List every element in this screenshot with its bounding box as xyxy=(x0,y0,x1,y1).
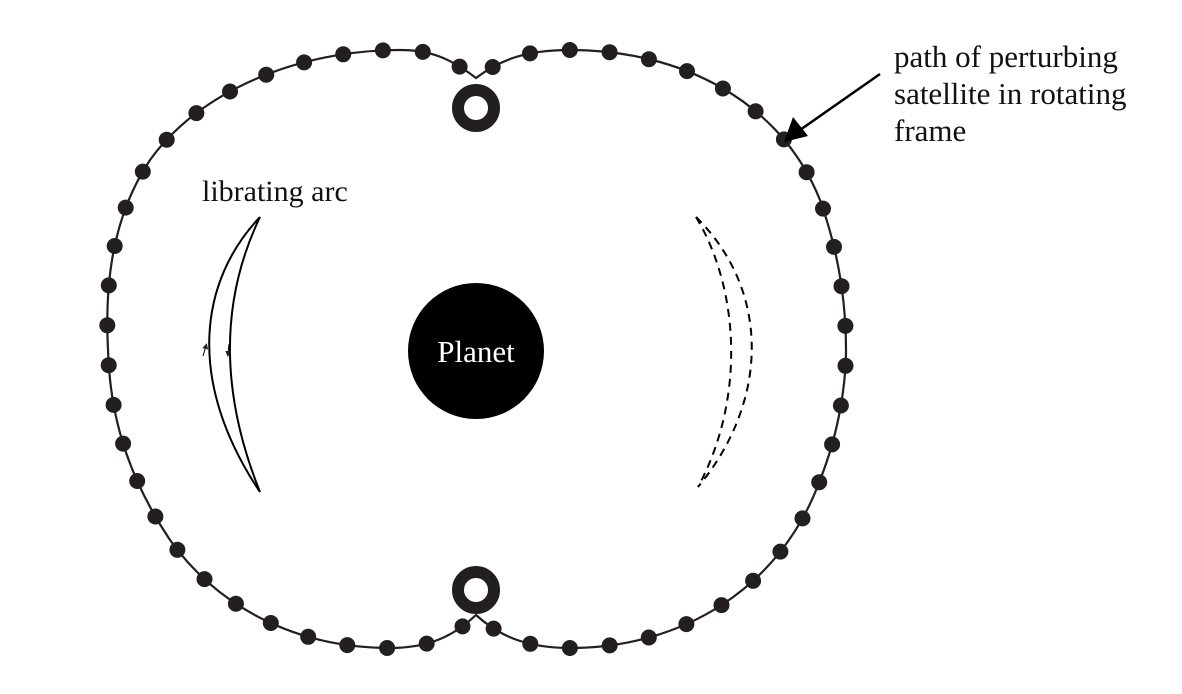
satellite-position-dot xyxy=(105,396,122,413)
satellite-position-dot xyxy=(414,43,431,60)
mirrored-librating-arc xyxy=(695,216,753,488)
satellite-path-label-line-1: path of perturbing xyxy=(894,39,1118,74)
satellite-position-dot xyxy=(561,42,578,58)
satellite-position-dot xyxy=(678,616,695,633)
satellite-position-dot xyxy=(379,640,396,656)
librating-arc-label: librating arc xyxy=(202,175,348,208)
librating-arc-outer-curve xyxy=(208,216,261,493)
satellite-path xyxy=(99,42,854,656)
satellite-position-dot xyxy=(158,131,175,148)
satellite-position-dot xyxy=(815,200,831,217)
satellite-path-label-line-3: frame xyxy=(894,113,966,148)
satellite-position-dot xyxy=(484,59,501,75)
librating-arc-up-arrow xyxy=(202,343,209,357)
satellite-position-dot xyxy=(454,618,471,635)
satellite-position-dot xyxy=(522,635,539,652)
satellite-position-dot xyxy=(339,637,356,654)
satellite-position-dot xyxy=(117,199,134,216)
satellite-position-dot xyxy=(188,105,205,122)
satellite-position-dot xyxy=(772,543,789,560)
satellite-position-dot xyxy=(106,238,123,254)
satellite-position-dot xyxy=(798,164,815,181)
satellite-position-dot xyxy=(300,628,317,645)
satellite-position-dot xyxy=(335,46,352,63)
satellite-position-dot xyxy=(601,44,618,61)
satellite-position-dot xyxy=(418,635,435,652)
satellite-position-dot xyxy=(169,541,186,558)
satellite-position-dot xyxy=(747,103,764,120)
satellite-position-dot xyxy=(640,629,657,646)
planet-disc xyxy=(408,283,544,419)
satellite-position-dot xyxy=(296,54,313,71)
satellite-position-dot xyxy=(811,474,828,491)
satellite-position-dot xyxy=(679,63,695,80)
satellite-position-dot xyxy=(196,571,213,588)
satellite-position-dot xyxy=(99,317,116,334)
satellite-position-dot xyxy=(451,58,468,75)
satellite-position-dot xyxy=(262,615,279,631)
satellite-position-dot xyxy=(714,80,731,97)
satellite-position-dot xyxy=(601,637,618,654)
satellite-position-dot xyxy=(100,277,117,294)
planet-label: Planet xyxy=(437,334,515,369)
satellite-position-dot xyxy=(745,572,762,589)
satellite-position-dot xyxy=(134,163,151,180)
satellite-path-label-line-2: satellite in rotating xyxy=(894,76,1126,111)
satellite-position-dot xyxy=(833,278,850,295)
mirrored-arc-outer-curve xyxy=(695,216,753,488)
satellite-position-dot xyxy=(561,640,578,656)
satellite-position-dot xyxy=(100,357,117,374)
satellite-position-dot xyxy=(824,436,841,453)
planet: Planet xyxy=(408,283,544,419)
librating-arc-down-arrow xyxy=(225,343,232,357)
satellite-position-dot xyxy=(713,597,730,614)
librating-arc: librating arc xyxy=(202,175,348,493)
satellite-position-dot xyxy=(222,83,238,100)
mirrored-arc-inner-curve xyxy=(695,216,733,488)
pointer-arrowhead xyxy=(784,117,808,142)
satellite-path-bottom-loop xyxy=(452,566,500,614)
satellite-position-dot xyxy=(129,473,146,489)
satellite-position-dot xyxy=(522,45,538,62)
satellite-position-dots xyxy=(99,42,854,656)
librating-arc-inner-curve xyxy=(228,216,261,493)
satellite-position-dot xyxy=(794,510,811,527)
satellite-position-dot xyxy=(837,357,854,374)
satellite-path-top-loop xyxy=(452,84,500,132)
satellite-path-annotation: path of perturbing satellite in rotating… xyxy=(784,39,1126,148)
satellite-position-dot xyxy=(640,51,657,68)
satellite-position-dot xyxy=(147,508,164,525)
satellite-position-dot xyxy=(374,42,391,59)
pointer-arrow-shaft xyxy=(799,72,881,132)
satellite-position-dot xyxy=(826,238,842,255)
satellite-path-line xyxy=(106,48,848,650)
satellite-position-dot xyxy=(837,317,854,334)
satellite-position-dot xyxy=(258,66,275,83)
satellite-position-dot xyxy=(485,620,502,637)
satellite-position-dot xyxy=(227,595,244,612)
satellite-position-dot xyxy=(832,397,849,414)
satellite-position-dot xyxy=(115,435,132,452)
